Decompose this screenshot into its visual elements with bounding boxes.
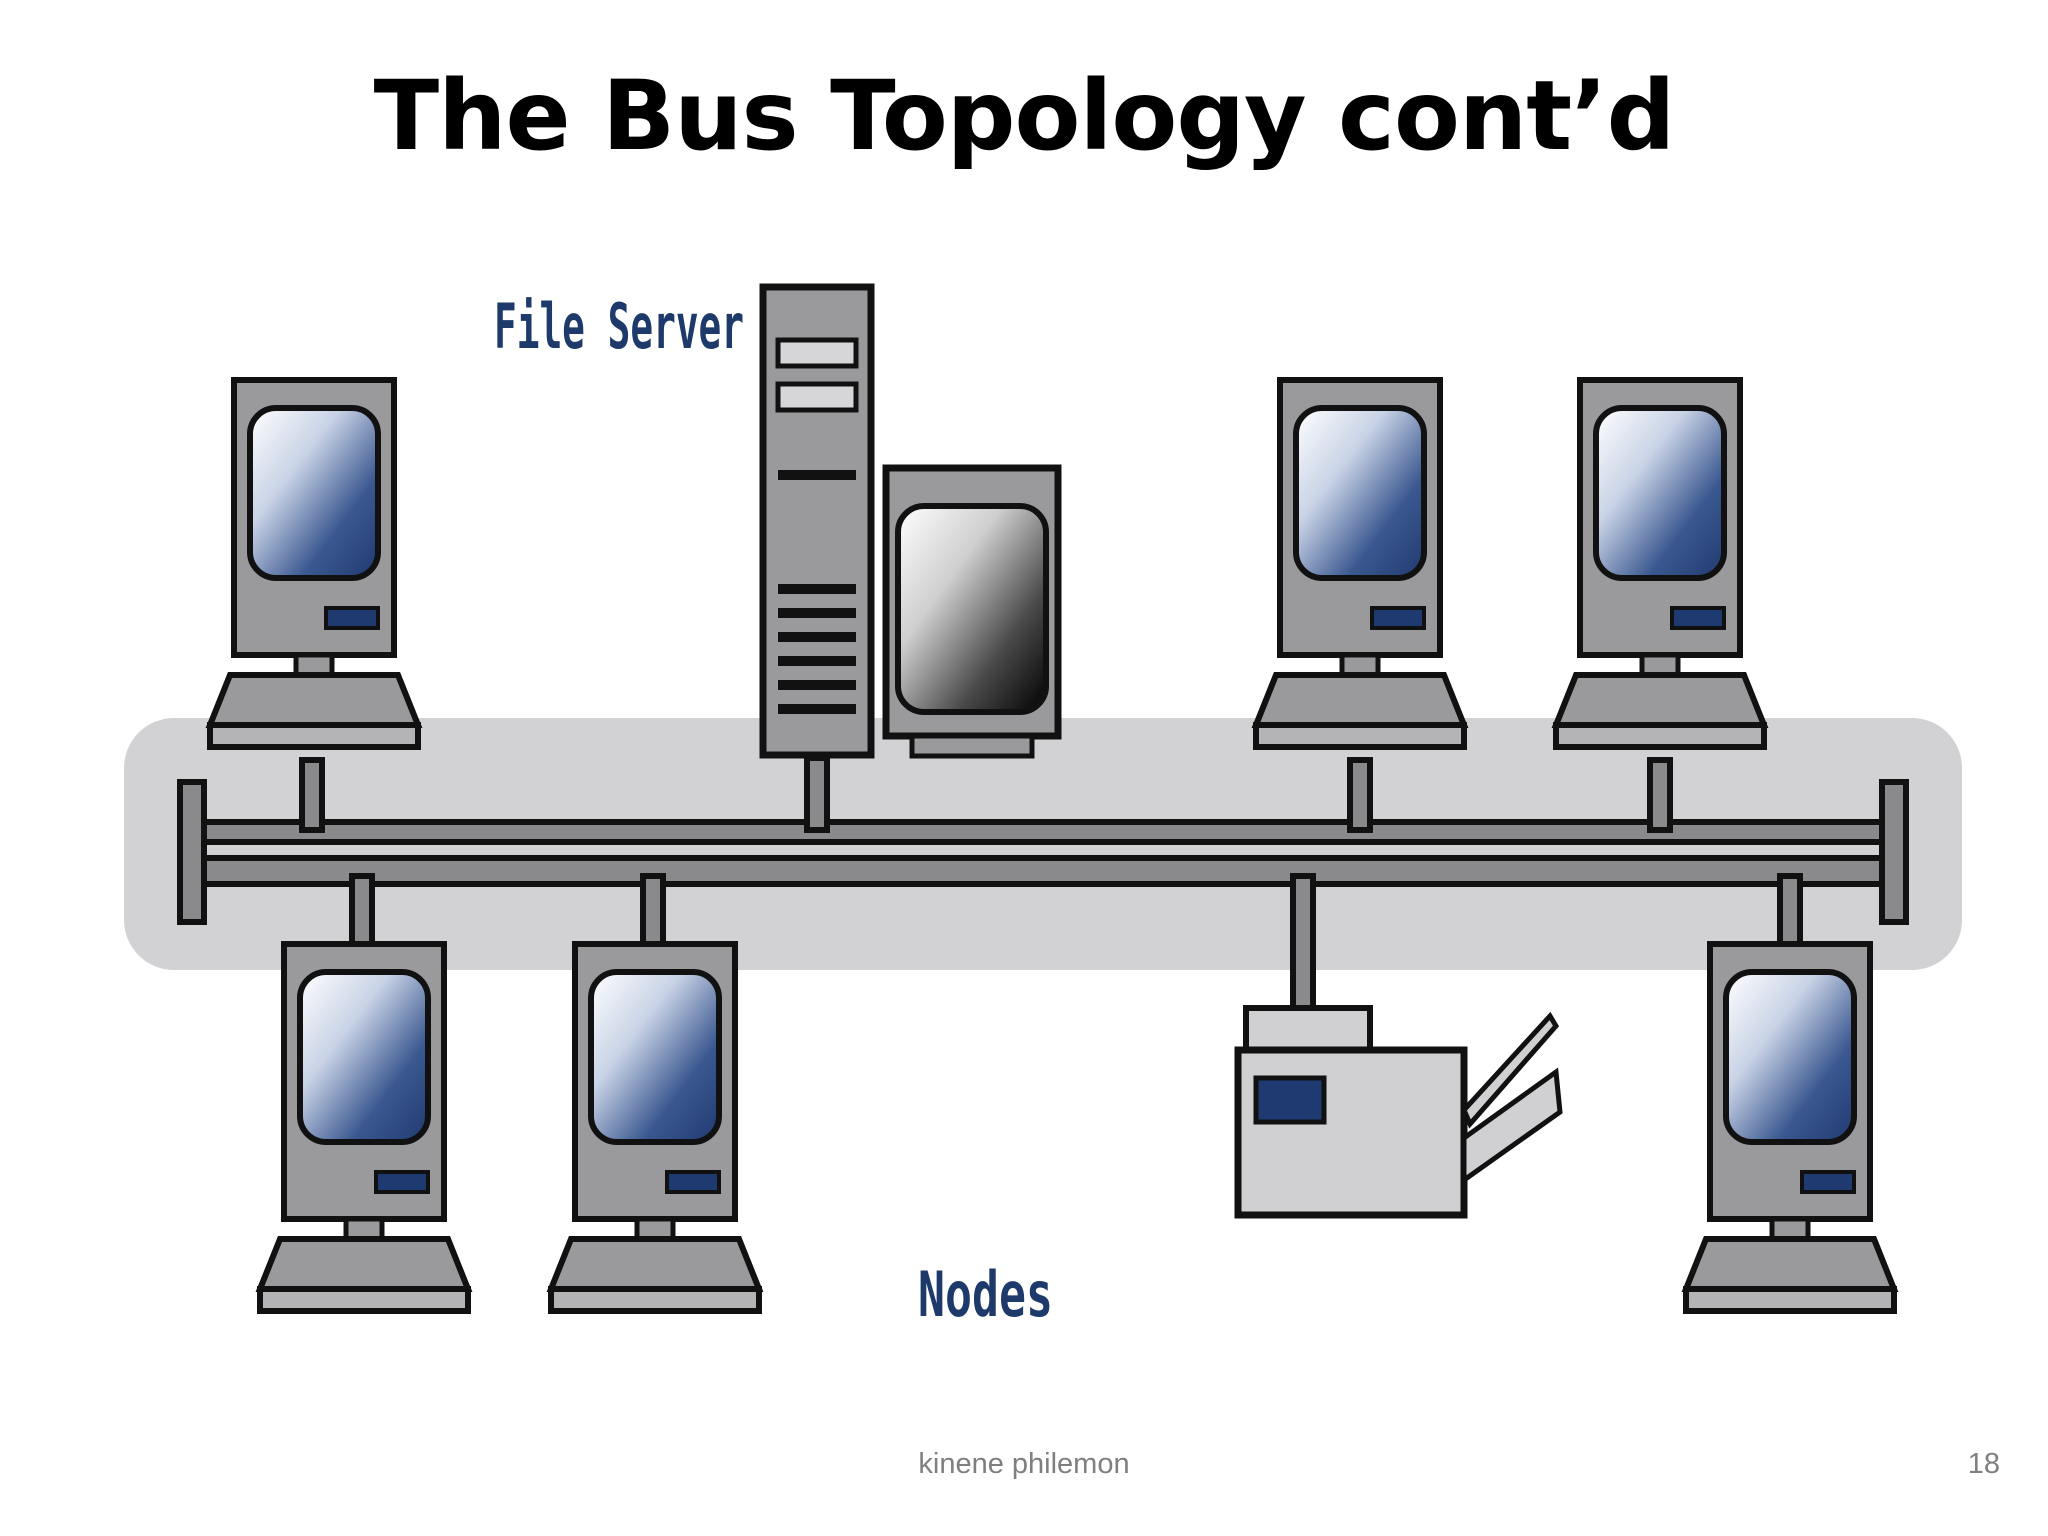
bus-cable: [177, 779, 1909, 925]
printer: [1234, 1005, 1563, 1219]
node-pc-lower-2: [551, 944, 759, 1311]
upper-drops: [299, 755, 1673, 833]
node-pc-upper-right-2: [1556, 380, 1764, 747]
node-pc-upper-right-1: [1256, 380, 1464, 747]
file-server-label: File Server: [494, 290, 744, 363]
lower-drops: [349, 873, 1803, 1013]
file-server-monitor: [882, 464, 1062, 759]
footer-author: kinene philemon: [918, 1448, 1130, 1480]
node-pc-lower-1: [260, 944, 468, 1311]
node-pc-lower-right: [1686, 944, 1894, 1311]
nodes-label: Nodes: [918, 1258, 1053, 1331]
page-number: 18: [1967, 1448, 2000, 1480]
upper-cable: [201, 819, 1885, 845]
node-pc-upper-left: [210, 380, 418, 747]
slide-title: The Bus Topology cont’d: [373, 60, 1676, 172]
file-server-tower: [759, 283, 875, 759]
